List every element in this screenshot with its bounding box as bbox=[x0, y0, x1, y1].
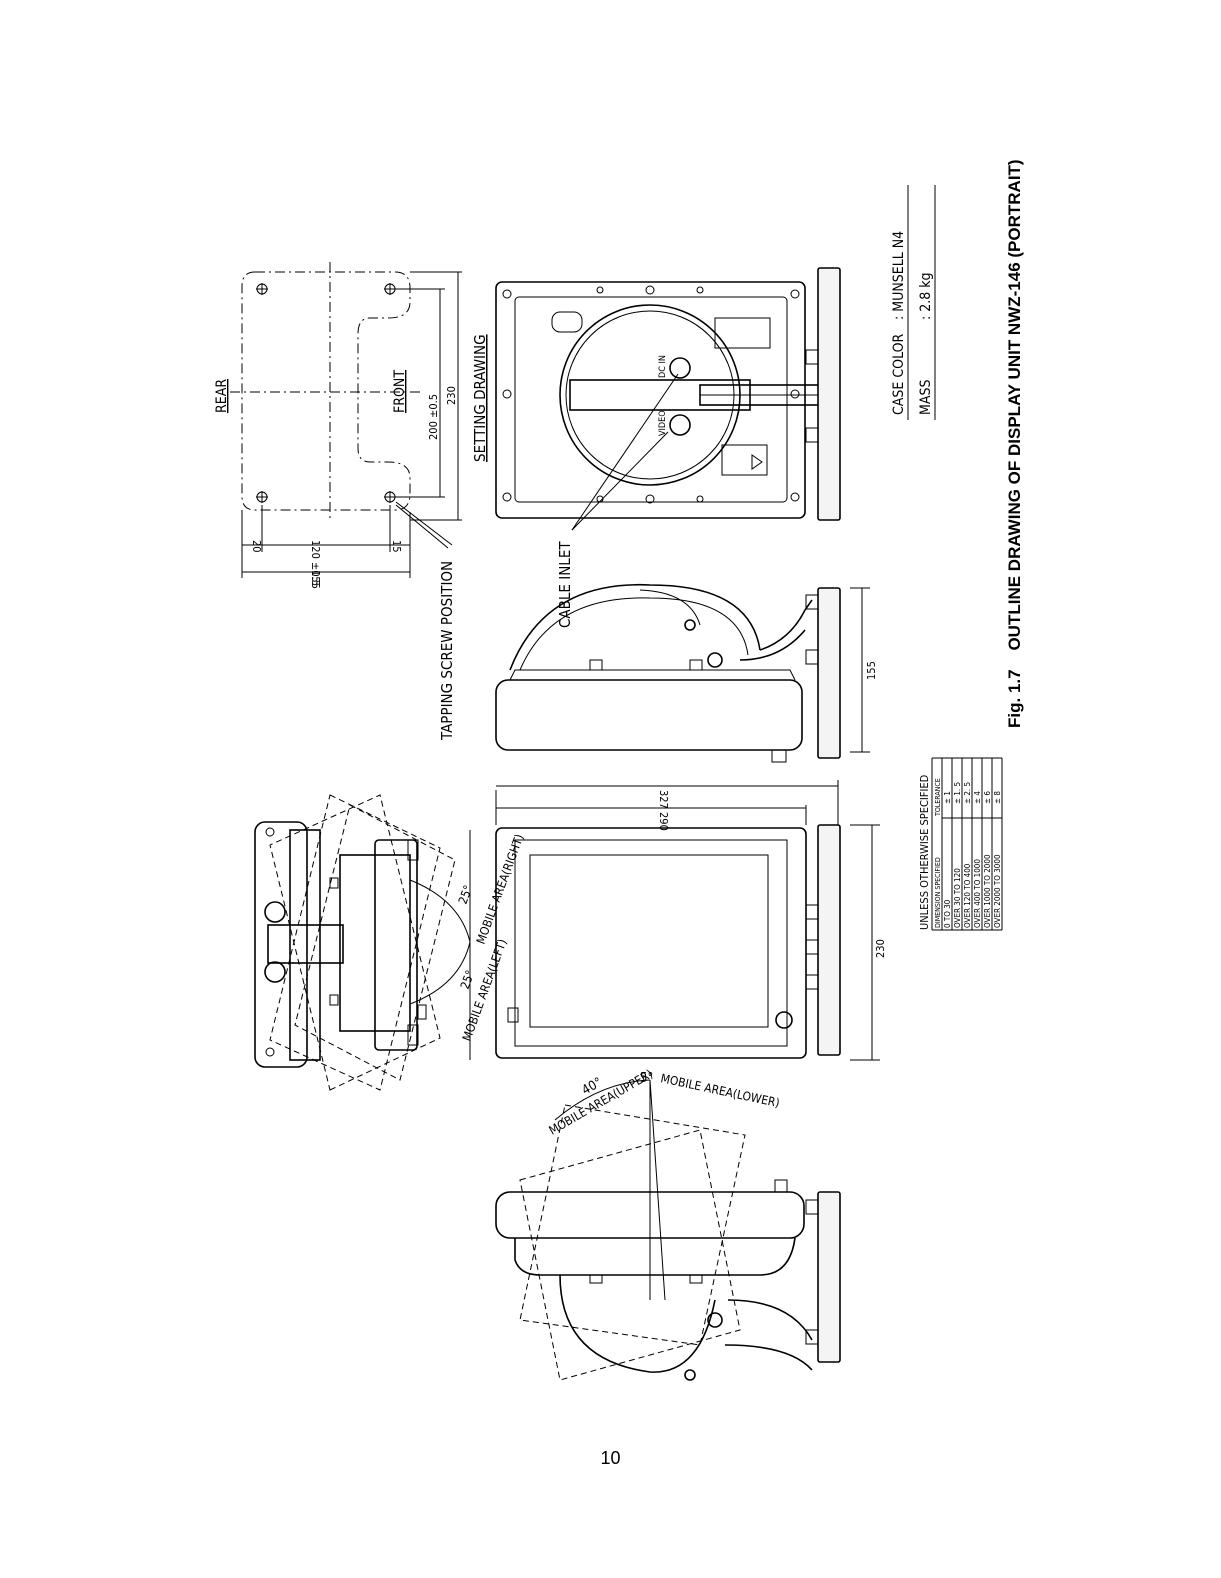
angle-25-left: 25° bbox=[458, 968, 478, 991]
tolerance-row-4: OVER 400 TO 1000 bbox=[973, 859, 982, 928]
dim-290: 290 bbox=[657, 812, 670, 831]
angle-25-right: 25° bbox=[456, 883, 476, 906]
tolerance-table bbox=[931, 757, 1003, 931]
dim-120: 120 ±0.5 bbox=[309, 540, 322, 586]
dim-327: 327 bbox=[657, 790, 670, 809]
dim-230-front: 230 bbox=[874, 939, 887, 958]
top-view bbox=[254, 794, 471, 1091]
mounting-template bbox=[230, 262, 462, 578]
tolerance-row-2: OVER 30 TO 120 bbox=[953, 868, 962, 928]
dim-230-top: 230 bbox=[445, 386, 458, 405]
side-view bbox=[495, 583, 870, 763]
tolerance-header-tol: TOLERANCE bbox=[934, 778, 942, 817]
tolerance-val-3: ± 2. 5 bbox=[963, 782, 972, 804]
mass-label: MASS bbox=[918, 380, 934, 415]
rear-label: REAR bbox=[214, 379, 230, 413]
tolerance-val-1: ± 1 bbox=[943, 791, 952, 804]
tolerance-title: UNLESS OTHERWISE SPECIFIED bbox=[918, 774, 931, 930]
connector-dc-label: DC IN bbox=[658, 355, 668, 378]
front-view bbox=[495, 780, 880, 1061]
setting-drawing-label: SETTING DRAWING bbox=[471, 334, 489, 462]
connector-video-label: VIDEO bbox=[658, 410, 668, 436]
page-number: 10 bbox=[600, 1448, 621, 1468]
dim-200: 200 ±0.5 bbox=[427, 394, 440, 440]
cable-inlet-label: CABLE INLET bbox=[556, 541, 574, 628]
dim-155-side: 155 bbox=[865, 661, 878, 680]
dim-20: 20 bbox=[250, 540, 263, 553]
tolerance-row-6: OVER 2000 TO 3000 bbox=[993, 854, 1002, 928]
dim-155-top: 155 bbox=[309, 570, 322, 589]
tolerance-val-5: ± 6 bbox=[983, 791, 992, 804]
case-color-value: : MUNSELL N4 bbox=[891, 231, 907, 320]
tolerance-val-4: ± 4 bbox=[973, 791, 982, 804]
tolerance-val-2: ± 1. 5 bbox=[953, 782, 962, 804]
tapping-screw-label: TAPPING SCREW POSITION bbox=[438, 561, 456, 741]
mobile-right-label: MOBILE AREA(RIGHT) bbox=[474, 832, 527, 946]
tolerance-header-dim: DIMENSION SPECIFIED bbox=[934, 857, 942, 928]
case-color-label: CASE COLOR bbox=[891, 333, 907, 415]
tolerance-row-5: OVER 1000 TO 2000 bbox=[983, 854, 992, 928]
front-label: FRONT bbox=[392, 370, 408, 413]
dim-15: 15 bbox=[390, 540, 403, 553]
rear-view bbox=[495, 267, 841, 521]
mobile-lower-label: MOBILE AREA(LOWER) bbox=[659, 1071, 781, 1110]
tolerance-row-3: OVER 120 TO 400 bbox=[963, 863, 972, 928]
mobile-upper-label: MOBILE AREA(UPPER) bbox=[547, 1067, 656, 1138]
angle-5: 5° bbox=[640, 1071, 653, 1086]
tilt-view bbox=[495, 1079, 841, 1381]
tolerance-row-1: 0 TO 30 bbox=[943, 899, 952, 928]
figure-caption: Fig. 1.7 OUTLINE DRAWING OF DISPLAY UNIT… bbox=[1005, 159, 1024, 728]
mass-value: : 2.8 kg bbox=[918, 272, 934, 320]
tolerance-val-6: ± 8 bbox=[993, 791, 1002, 804]
